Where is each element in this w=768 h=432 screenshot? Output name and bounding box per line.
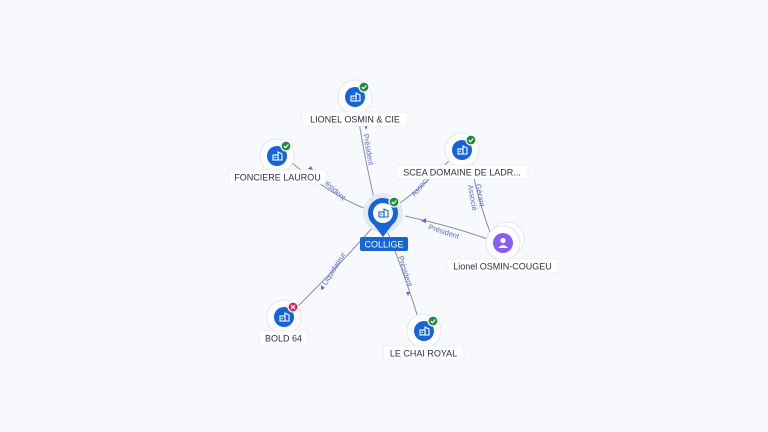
edge-label-person-scea: Gérant Associé [466,183,487,212]
edge-label-person-scea-line2: Associé [466,184,479,211]
node-label-fonciere: FONCIERE LAUROU [228,169,327,185]
person-icon [498,237,508,248]
edge-label-bold: Liquidateur [320,250,348,287]
check-icon [280,140,292,152]
check-icon [358,81,370,93]
cross-icon [287,301,299,313]
node-osmin-cie[interactable] [337,79,373,115]
svg-text:LIONEL OSMIN & CIE: LIONEL OSMIN & CIE [310,115,400,125]
building-icon [378,208,389,218]
node-bold[interactable] [266,299,302,335]
arrow-chai [406,292,410,296]
center-node[interactable] [363,193,403,237]
node-label-osmin-cie: LIONEL OSMIN & CIE [301,111,409,127]
node-label-chai: LE CHAI ROYAL [382,345,465,361]
svg-text:BOLD 64: BOLD 64 [265,334,302,344]
edge-bold [289,225,375,315]
arrow-fonciere [308,166,313,170]
svg-text:FONCIERE LAUROU: FONCIERE LAUROU [234,173,321,183]
svg-text:LE CHAI ROYAL: LE CHAI ROYAL [390,349,457,359]
node-chai[interactable] [406,313,442,349]
check-icon [427,315,439,327]
node-person[interactable] [485,221,525,261]
edge-label-person-scea-line1: Gérant [474,183,487,208]
edge-fonciere [285,157,367,210]
svg-text:Lionel OSMIN-COUGEU: Lionel OSMIN-COUGEU [453,262,552,272]
svg-text:COLLIGE: COLLIGE [364,240,403,250]
node-label-person: Lionel OSMIN-COUGEU [446,258,559,274]
arrow-bold [321,285,325,290]
node-label-bold: BOLD 64 [258,330,309,346]
node-label-scea: SCEA DOMAINE DE LADR... [395,164,529,180]
node-fonciere[interactable] [259,138,295,174]
center-label: COLLIGE [360,237,408,251]
arrow-person [421,218,426,223]
node-scea[interactable] [444,132,480,168]
edge-label-chai: Président [396,255,415,289]
check-icon [388,196,400,208]
check-icon [465,134,477,146]
svg-text:SCEA DOMAINE DE LADR...: SCEA DOMAINE DE LADR... [403,168,521,178]
